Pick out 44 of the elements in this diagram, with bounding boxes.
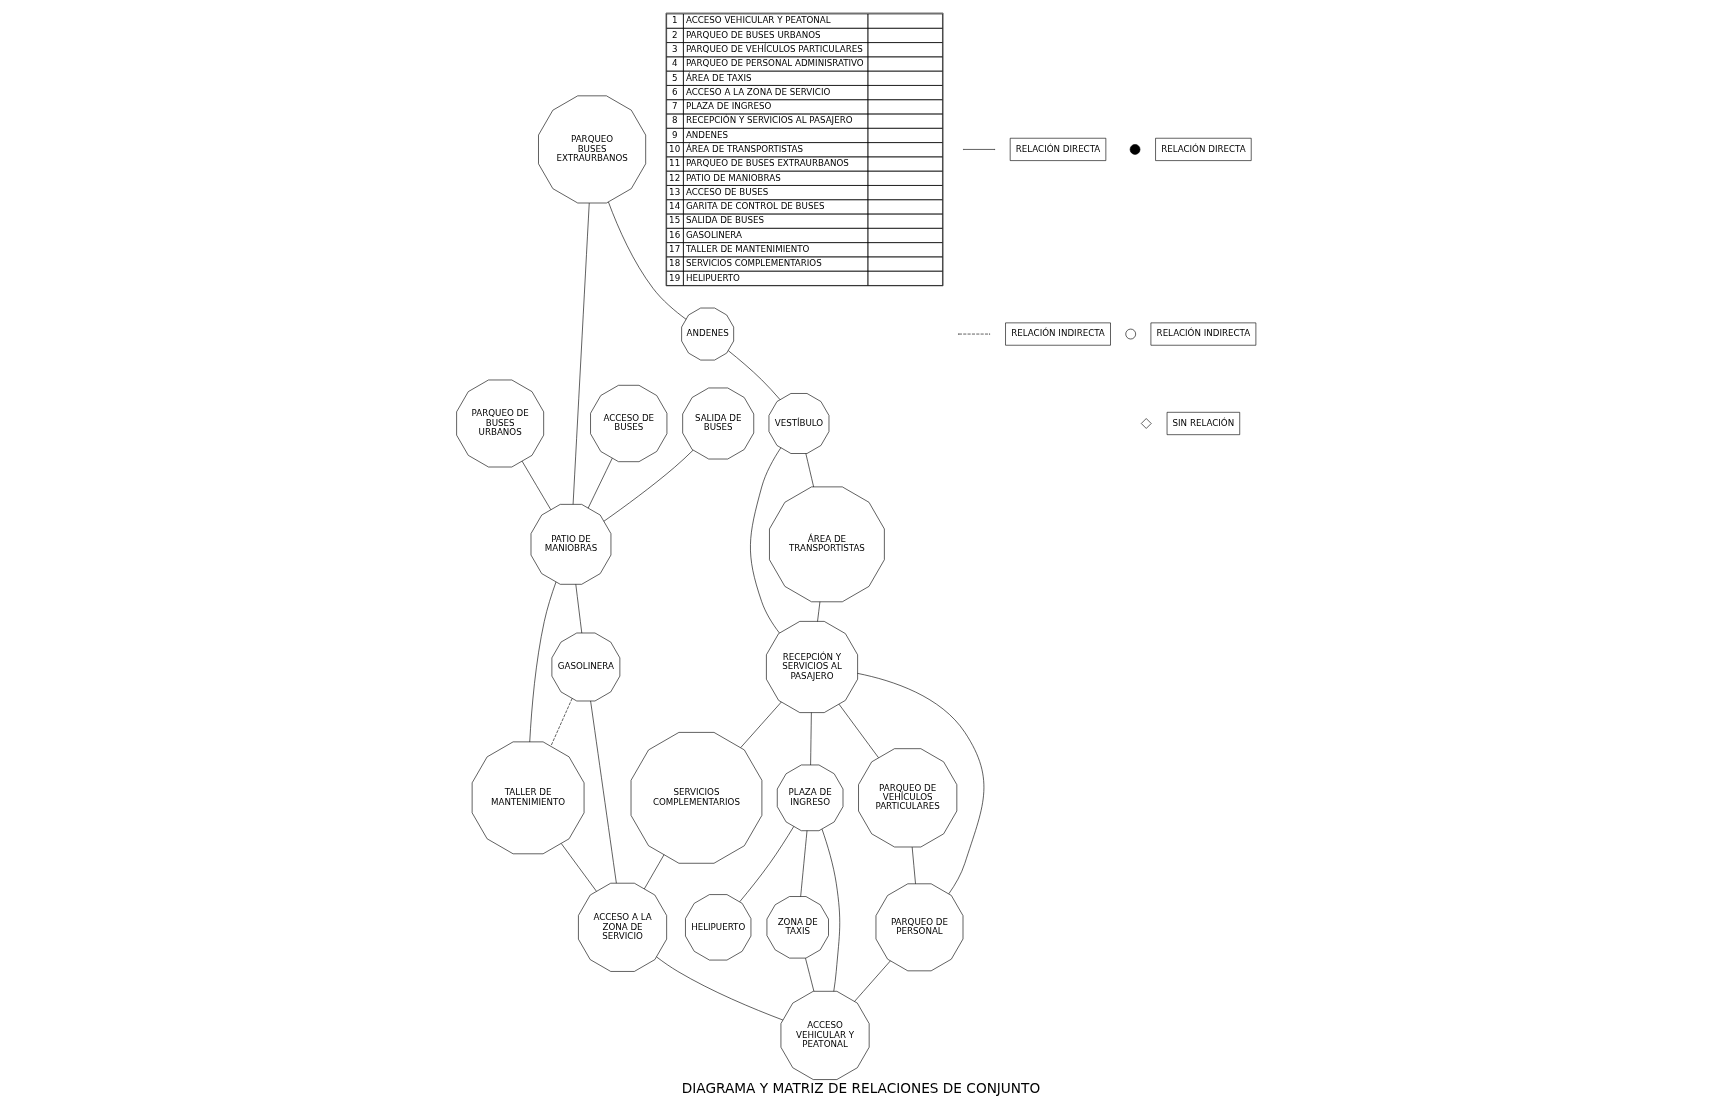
- label: 8: [671, 115, 677, 126]
- label: ÁREA DE TAXIS: [685, 72, 752, 83]
- label: 2: [671, 29, 677, 40]
- label: PLAZA DE INGRESO: [685, 101, 771, 112]
- label: 9: [671, 129, 677, 140]
- label: PARQUEO DE BUSES URBANOS: [685, 29, 821, 40]
- label: ANDENES: [685, 129, 728, 140]
- label: 12: [668, 172, 680, 183]
- label: ACCESO DE BUSES: [685, 186, 768, 197]
- legend-label: RELACIÓN DIRECTA: [1015, 143, 1100, 154]
- legend-label: SIN RELACIÓN: [1172, 417, 1234, 428]
- label: TALLER DE MANTENIMIENTO: [685, 244, 809, 255]
- label: 16: [668, 229, 680, 240]
- label: 5: [671, 72, 677, 83]
- label: 13: [668, 186, 680, 197]
- label: 4: [671, 58, 677, 69]
- label: 3: [671, 44, 677, 55]
- label: 19: [668, 272, 680, 283]
- label: ACCESO A LA ZONA DE SERVICIO: [685, 86, 830, 97]
- label: GASOLINERA: [685, 229, 742, 240]
- label: HELIPUERTO: [685, 272, 740, 283]
- legend-label: RELACIÓN DIRECTA: [1160, 143, 1246, 154]
- label: RECEPCIÓN Y SERVICIOS AL PASAJERO: [685, 115, 853, 126]
- label: 6: [671, 86, 677, 97]
- legend-label: RELACIÓN INDIRECTA: [1156, 328, 1250, 339]
- label: 1: [671, 15, 677, 26]
- label: 10: [668, 144, 680, 155]
- label: GARITA DE CONTROL DE BUSES: [685, 201, 824, 212]
- label: SERVICIOS COMPLEMENTARIOS: [685, 258, 822, 269]
- label: PATIO DE MANIOBRAS: [685, 172, 781, 183]
- label: 18: [668, 258, 680, 269]
- label: 15: [668, 215, 680, 226]
- diagram-title: DIAGRAMA Y MATRIZ DE RELACIONES DE CONJUNTO: [681, 1079, 1040, 1096]
- label: 17: [668, 244, 680, 255]
- label: ACCESO VEHICULAR Y PEATONAL: [685, 15, 831, 26]
- label: PARQUEO DE PERSONAL ADMINISRATIVO: [685, 58, 864, 69]
- label: ÁREA DE TRANSPORTISTAS: [685, 144, 803, 155]
- label: 11: [668, 158, 680, 169]
- label: 14: [668, 201, 680, 212]
- label: PARQUEO DE VEHÍCULOS PARTICULARES: [685, 44, 863, 55]
- label: 7: [671, 101, 677, 112]
- legend-label: RELACIÓN INDIRECTA: [1010, 328, 1105, 339]
- label: PARQUEO DE BUSES EXTRAURBANOS: [685, 158, 849, 169]
- label: SALIDA DE BUSES: [685, 215, 764, 226]
